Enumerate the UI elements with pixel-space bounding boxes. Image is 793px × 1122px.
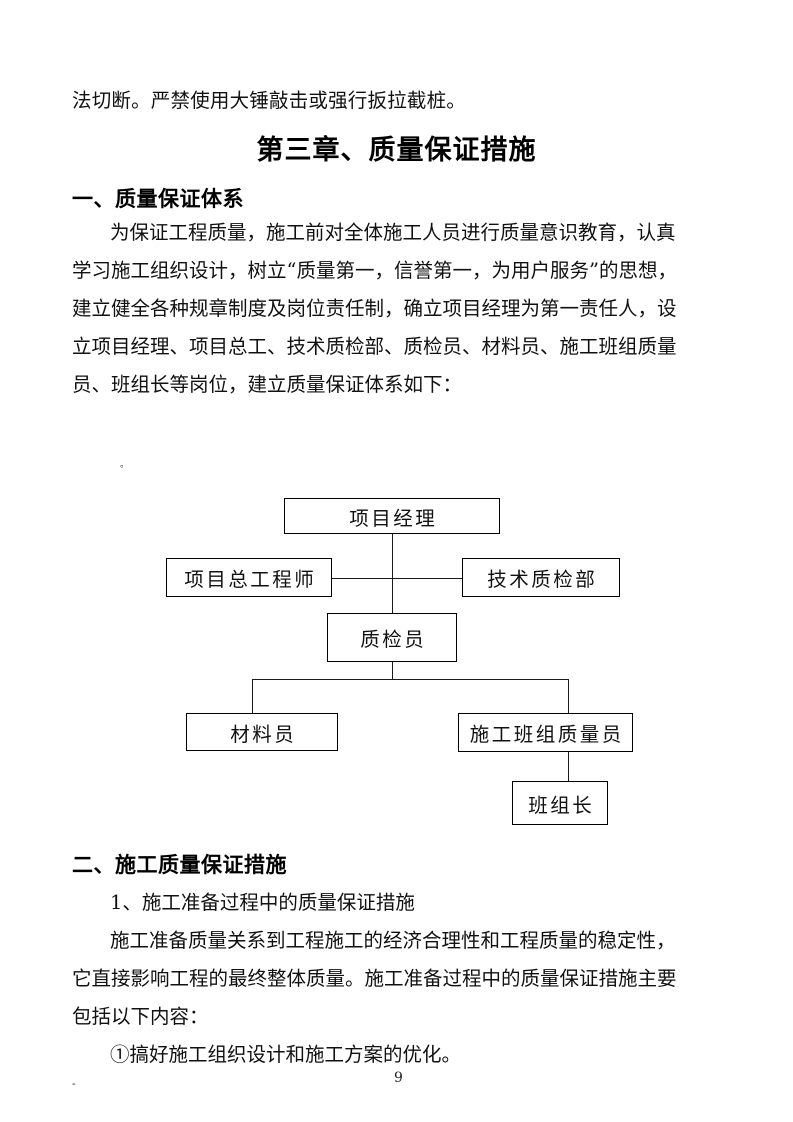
connector-pm-to-chief — [332, 578, 392, 579]
connector-teamqc-to-leader — [568, 752, 569, 781]
chapter-title: 第三章、质量保证措施 — [256, 135, 537, 166]
paragraph-line-3: 建立健全各种规章制度及岗位责任制，确立项目经理为第一责任人，设 — [72, 297, 677, 320]
org-node-qcdept: 技术质检部 — [462, 558, 620, 597]
connector-qcstaff-to-matclk — [252, 679, 253, 713]
org-node-label: 施工班组质量员 — [469, 723, 624, 746]
footer-left-dash: - — [72, 1077, 76, 1090]
paragraph-line-1: 为保证工程质量，施工前对全体施工人员进行质量意识教育，认真 — [110, 221, 676, 244]
connector-qcstaff-stem — [392, 662, 393, 679]
org-node-teamqc: 施工班组质量员 — [458, 713, 633, 752]
section-two-line-2: 施工准备质量关系到工程施工的经济合理性和工程质量的稳定性， — [110, 929, 676, 952]
org-node-matclk: 材料员 — [186, 713, 338, 751]
org-node-label: 班组长 — [528, 793, 595, 817]
paragraph-line-4: 立项目经理、项目总工、技术质检部、质检员、材料员、施工班组质量 — [72, 335, 677, 358]
section-two-line-5: ①搞好施工组织设计和施工方案的优化。 — [110, 1043, 462, 1066]
org-node-leader: 班组长 — [512, 781, 608, 825]
org-node-label: 质检员 — [360, 628, 427, 651]
connector-pm-to-qcstaff — [392, 534, 393, 613]
footer-page-number: 9 — [394, 1070, 403, 1086]
section-two-line-3: 它直接影响工程的最终整体质量。施工准备过程中的质量保证措施主要 — [72, 967, 677, 990]
section-two-line-1: 1、施工准备过程中的质量保证措施 — [110, 891, 415, 914]
org-node-label: 材料员 — [230, 722, 297, 746]
stray-punctuation-mark: 。 — [120, 460, 130, 470]
org-node-chief: 项目总工程师 — [166, 558, 332, 597]
connector-qcstaff-branch-bar — [252, 679, 568, 680]
continuation-paragraph: 法切断。严禁使用大锤敲击或强行扳拉截桩。 — [72, 89, 467, 112]
org-node-label: 技术质检部 — [487, 568, 598, 591]
org-node-qcstaff: 质检员 — [327, 613, 457, 662]
section-heading-one: 一、质量保证体系 — [72, 187, 244, 211]
section-two-line-4: 包括以下内容： — [72, 1005, 209, 1028]
org-node-pm: 项目经理 — [284, 498, 500, 534]
org-node-label: 项目总工程师 — [184, 568, 317, 591]
paragraph-line-2: 学习施工组织设计，树立“质量第一，信誉第一，为用户服务”的思想， — [72, 259, 677, 282]
paragraph-line-5: 员、班组长等岗位，建立质量保证体系如下： — [72, 373, 463, 396]
section-heading-two: 二、施工质量保证措施 — [72, 853, 287, 877]
connector-qcstaff-to-teamqc — [568, 679, 569, 713]
connector-pm-to-qcdept — [392, 578, 462, 579]
org-node-label: 项目经理 — [349, 506, 438, 530]
